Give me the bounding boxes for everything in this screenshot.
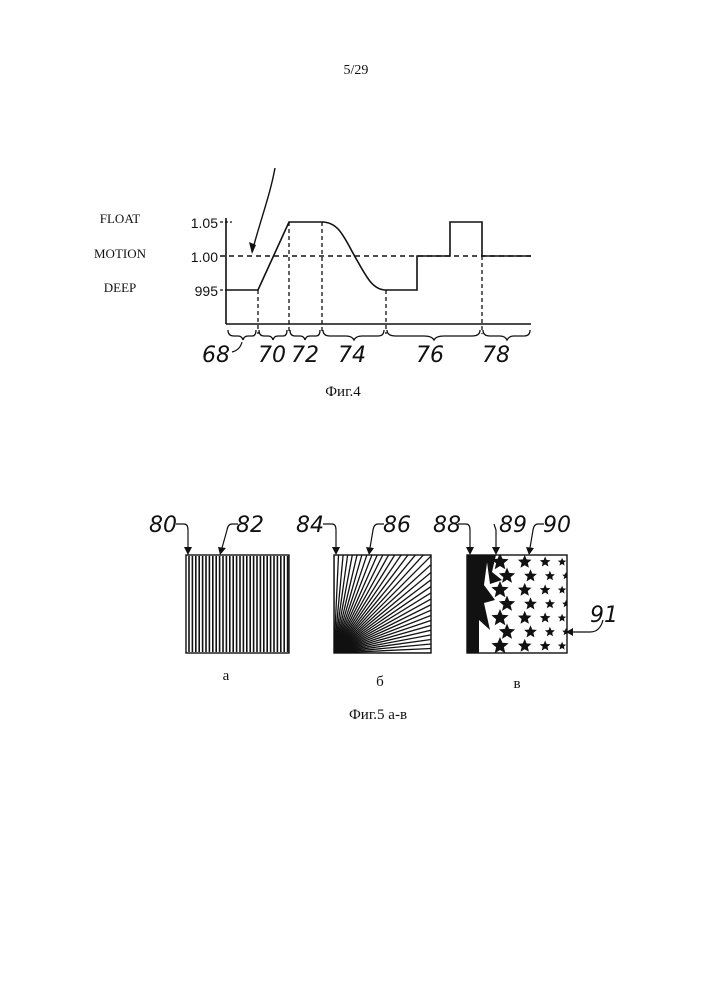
level-1-00: 1.00	[191, 249, 218, 265]
label-deep: DEEP	[104, 280, 137, 295]
panel-label-c: в	[513, 676, 520, 692]
ref-88: 88	[433, 513, 461, 538]
figure-5-patterns: 80 82 84 86 88 89 90 91 а б в Фиг.5 а-в	[149, 453, 618, 723]
panel-label-b: б	[376, 674, 384, 690]
figure-4-caption: Фиг.4	[325, 384, 361, 400]
page-number: 5/29	[344, 63, 369, 78]
panel-label-a: а	[223, 668, 230, 684]
level-995: 995	[195, 283, 219, 299]
segment-dividers	[258, 222, 482, 334]
segment-label-68: 68	[202, 343, 230, 368]
ref-86: 86	[383, 513, 411, 538]
ref-84: 84	[296, 513, 324, 538]
ref-89: 89	[499, 513, 527, 538]
segment-label-70: 70	[258, 343, 286, 368]
figure-4-timing-diagram: FLOAT MOTION DEEP 1.05 1.00 995	[94, 168, 531, 400]
label-float: FLOAT	[100, 211, 141, 226]
segment-label-78: 78	[482, 343, 510, 368]
level-1-05: 1.05	[191, 215, 218, 231]
segment-braces	[228, 330, 530, 340]
label-motion: MOTION	[94, 246, 147, 261]
panel-a-vertical-stripes	[186, 555, 289, 653]
segment-label-74: 74	[338, 343, 366, 368]
segment-label-72: 72	[291, 343, 319, 368]
figure-5-caption: Фиг.5 а-в	[349, 707, 407, 723]
waveform	[226, 222, 531, 290]
ref-82: 82	[236, 513, 264, 538]
segment-label-76: 76	[416, 343, 444, 368]
ref-80: 80	[149, 513, 177, 538]
ref-90: 90	[543, 513, 571, 538]
ref-91: 91	[590, 603, 618, 628]
panel-c-star-pattern	[467, 553, 570, 653]
indicator-arrow	[249, 168, 275, 254]
